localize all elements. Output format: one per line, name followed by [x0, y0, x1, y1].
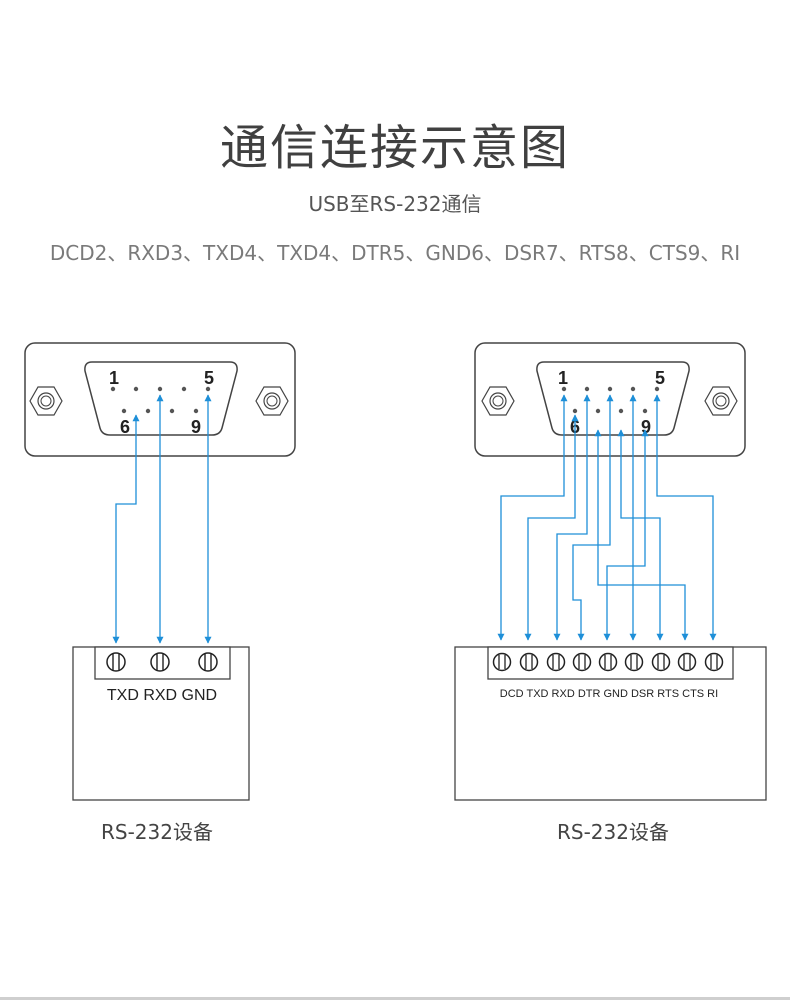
terminal-screw-icon — [519, 652, 539, 672]
terminal-screw-icon — [677, 652, 697, 672]
left-screw-icon-left — [29, 386, 63, 416]
terminal-screw-icon — [546, 652, 566, 672]
left-device-caption: RS-232设备 — [101, 820, 213, 844]
left-pin-label-5: 5 — [204, 368, 214, 388]
right-wire-ri — [603, 435, 646, 641]
right-wire-dsr — [597, 435, 689, 641]
terminal-screw-icon — [704, 652, 724, 672]
right-wire-dtr — [572, 394, 614, 641]
left-terminal-screws — [106, 652, 218, 672]
right-terminal-screws — [492, 652, 724, 672]
terminal-screw-icon — [624, 652, 644, 672]
right-wires — [497, 394, 717, 641]
left-pin-label-6: 6 — [120, 417, 130, 437]
left-terminal-labels: TXD RXD GND — [107, 687, 217, 704]
pin-list-text: DCD2、RXD3、TXD4、TXD4、DTR5、GND6、DSR7、RTS8、… — [49, 241, 741, 265]
page-subtitle: USB至RS-232通信 — [308, 192, 482, 216]
right-pin-label-9: 9 — [641, 417, 651, 437]
left-db9-pin-holes — [110, 386, 211, 414]
terminal-screw-icon — [651, 652, 671, 672]
left-wire-txd — [112, 414, 140, 644]
right-pin-label-5: 5 — [655, 368, 665, 388]
right-device-caption: RS-232设备 — [557, 820, 669, 844]
terminal-screw-icon — [150, 652, 170, 672]
left-pin-label-1: 1 — [109, 368, 119, 388]
right-terminal-labels: DCD TXD RXD DTR GND DSR RTS CTS RI — [500, 688, 718, 700]
right-wire-rts — [620, 435, 664, 641]
bottom-divider — [0, 997, 790, 1000]
left-wires — [112, 394, 212, 644]
right-pin-label-1: 1 — [558, 368, 568, 388]
terminal-screw-icon — [106, 652, 126, 672]
terminal-screw-icon — [492, 652, 512, 672]
left-screw-icon-right — [255, 386, 289, 416]
right-rs232-device: DCD TXD RXD DTR GND DSR RTS CTS RI — [454, 646, 767, 801]
left-rs232-device: TXD RXD GND — [72, 646, 250, 801]
left-pin-label-9: 9 — [191, 417, 201, 437]
left-db9-shell — [84, 361, 238, 436]
terminal-screw-icon — [572, 652, 592, 672]
right-wire-cts — [653, 394, 717, 641]
terminal-screw-icon — [598, 652, 618, 672]
terminal-screw-icon — [198, 652, 218, 672]
page-title: 通信连接示意图 — [219, 120, 570, 176]
